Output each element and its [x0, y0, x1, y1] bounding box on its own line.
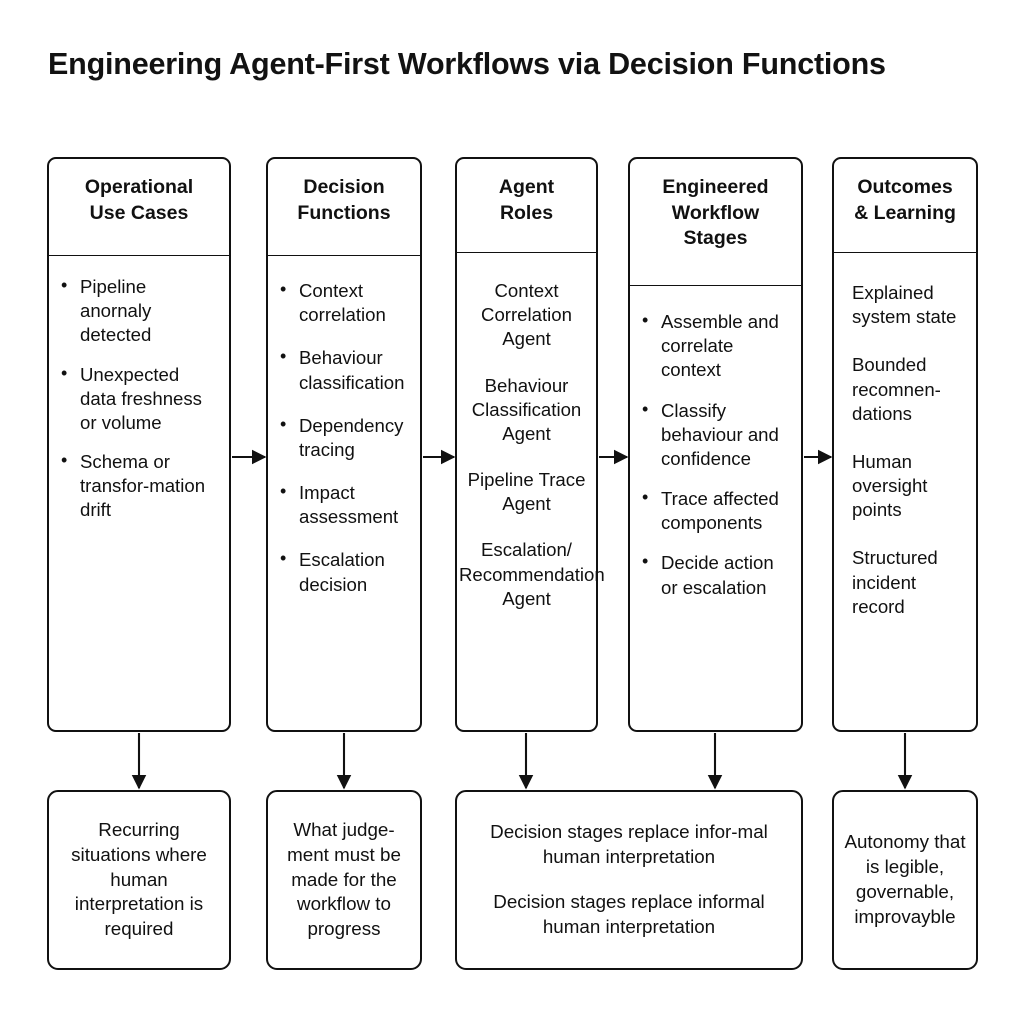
list-item-label: Bounded recomnen-dations	[852, 354, 941, 424]
list-item[interactable]: Classify behaviour and confidence	[638, 398, 795, 472]
column-card-decision-functions[interactable]: Decision Functions Context correlation B…	[266, 157, 422, 732]
list-item-label: Explained system state	[852, 282, 957, 328]
column-card-operational-use-cases[interactable]: Operational Use Cases Pipeline anornaly …	[47, 157, 231, 732]
caption-text-primary: Decision stages replace infor-mal human …	[490, 821, 768, 868]
list-item[interactable]: Unexpected data freshness or volume	[57, 362, 219, 436]
list-item-label: Trace affected components	[661, 488, 779, 534]
list-item-label: Dependency tracing	[299, 414, 404, 460]
column-header-line-2: & Learning	[854, 201, 956, 224]
column-header-decision-functions: Decision Functions	[268, 159, 420, 255]
column-header-line-2: Roles	[499, 201, 554, 224]
column-divider-agent-roles	[457, 252, 596, 253]
list-item-label: Decide action or escalation	[661, 552, 774, 598]
list-item-label: Schema or transfor-mation drift	[80, 451, 206, 521]
column-header-line-2: Workflow	[671, 201, 760, 224]
column-body-outcomes-and-learning: Explained system state Bounded recomnen-…	[834, 281, 976, 619]
column-header-line-1: Agent	[498, 176, 555, 198]
list-item-label: Escalation/ Recommendation Agent	[459, 539, 605, 609]
column-header-line-1: Outcomes	[857, 176, 953, 198]
list-item-label: Context Correlation Agent	[481, 280, 572, 350]
caption-card-outcomes[interactable]: Autonomy that is legible, governable, im…	[832, 790, 978, 970]
page-title: Engineering Agent-First Workflows via De…	[48, 47, 886, 81]
column-header-engineered-workflow-stages: Engineered Workflow Stages	[630, 159, 801, 285]
list-item[interactable]: Escalation/ Recommendation Agent	[459, 538, 605, 611]
list-item[interactable]: Pipeline anornaly detected	[57, 274, 219, 348]
column-body-agent-roles: Context Correlation Agent Behaviour Clas…	[457, 279, 605, 611]
column-header-line-2: Use Cases	[89, 201, 189, 224]
bullet-list-engineered-workflow-stages: Assemble and correlate context Classify …	[638, 309, 795, 600]
list-item-label: Behaviour classification	[299, 347, 405, 393]
caption-card-use-cases[interactable]: Recurring situations where human interpr…	[47, 790, 231, 970]
list-item-label: Behaviour Classification Agent	[471, 374, 582, 444]
column-header-line-1: Engineered	[662, 176, 769, 198]
list-item[interactable]: Trace affected components	[638, 486, 795, 535]
column-header-operational-use-cases: Operational Use Cases	[49, 159, 229, 255]
column-card-agent-roles[interactable]: Agent Roles Context Correlation Agent Be…	[455, 157, 605, 732]
column-body-engineered-workflow-stages: Assemble and correlate context Classify …	[630, 309, 801, 600]
list-item-label: Classify behaviour and confidence	[661, 399, 779, 469]
list-item[interactable]: Dependency tracing	[276, 413, 414, 462]
column-header-outcomes-and-learning: Outcomes & Learning	[834, 159, 976, 252]
caption-card-decision-functions[interactable]: What judge-ment must be made for the wor…	[266, 790, 422, 970]
list-item-label: Structured incident record	[852, 547, 938, 617]
list-item[interactable]: Structured incident record	[852, 546, 970, 619]
list-item[interactable]: Context correlation	[276, 278, 414, 327]
column-header-line-1: Decision	[303, 176, 385, 198]
column-header-line-3: Stages	[683, 227, 748, 250]
list-item-label: Impact assessment	[299, 482, 399, 528]
list-item[interactable]: Behaviour Classification Agent	[459, 374, 594, 447]
list-item-label: Pipeline Trace Agent	[467, 469, 586, 515]
column-divider-engineered-workflow-stages	[630, 285, 801, 286]
list-item[interactable]: Impact assessment	[276, 480, 414, 529]
column-card-engineered-workflow-stages[interactable]: Engineered Workflow Stages Assemble and …	[628, 157, 803, 732]
bullet-list-decision-functions: Context correlation Behaviour classifica…	[276, 278, 414, 597]
column-header-agent-roles: Agent Roles	[457, 159, 596, 252]
column-divider-decision-functions	[268, 255, 420, 256]
column-divider-outcomes-and-learning	[834, 252, 976, 253]
outcome-list-outcomes-and-learning: Explained system state Bounded recomnen-…	[852, 281, 970, 619]
list-item-label: Escalation decision	[299, 549, 385, 595]
column-header-line-1: Operational	[84, 176, 194, 198]
list-item[interactable]: Schema or transfor-mation drift	[57, 449, 219, 523]
role-list-agent-roles: Context Correlation Agent Behaviour Clas…	[459, 279, 605, 611]
caption-text: Autonomy that is legible, governable, im…	[844, 831, 966, 927]
list-item[interactable]: Context Correlation Agent	[459, 279, 594, 352]
list-item-label: Context correlation	[299, 280, 386, 326]
column-body-operational-use-cases: Pipeline anornaly detected Unexpected da…	[49, 274, 229, 523]
list-item[interactable]: Escalation decision	[276, 547, 414, 596]
list-item-label: Unexpected data freshness or volume	[80, 363, 202, 433]
list-item[interactable]: Bounded recomnen-dations	[852, 353, 970, 426]
list-item[interactable]: Human oversight points	[852, 450, 970, 523]
list-item-label: Human oversight points	[852, 450, 928, 521]
column-divider-operational-use-cases	[49, 255, 229, 256]
list-item[interactable]: Behaviour classification	[276, 345, 414, 394]
caption-text-secondary: Decision stages replace informal human i…	[493, 891, 765, 937]
caption-card-workflow-stages[interactable]: Decision stages replace infor-mal human …	[455, 790, 803, 970]
column-card-outcomes-and-learning[interactable]: Outcomes & Learning Explained system sta…	[832, 157, 978, 732]
list-item[interactable]: Assemble and correlate context	[638, 309, 795, 383]
list-item-label: Pipeline anornaly detected	[80, 276, 152, 346]
caption-text: Recurring situations where human interpr…	[71, 818, 207, 940]
list-item-label: Assemble and correlate context	[661, 311, 779, 381]
column-body-decision-functions: Context correlation Behaviour classifica…	[268, 278, 420, 597]
bullet-list-operational-use-cases: Pipeline anornaly detected Unexpected da…	[57, 274, 219, 523]
list-item[interactable]: Explained system state	[852, 281, 970, 329]
column-header-line-2: Functions	[297, 201, 391, 224]
list-item[interactable]: Decide action or escalation	[638, 550, 795, 599]
caption-text: What judge-ment must be made for the wor…	[287, 818, 401, 940]
list-item[interactable]: Pipeline Trace Agent	[459, 468, 594, 516]
